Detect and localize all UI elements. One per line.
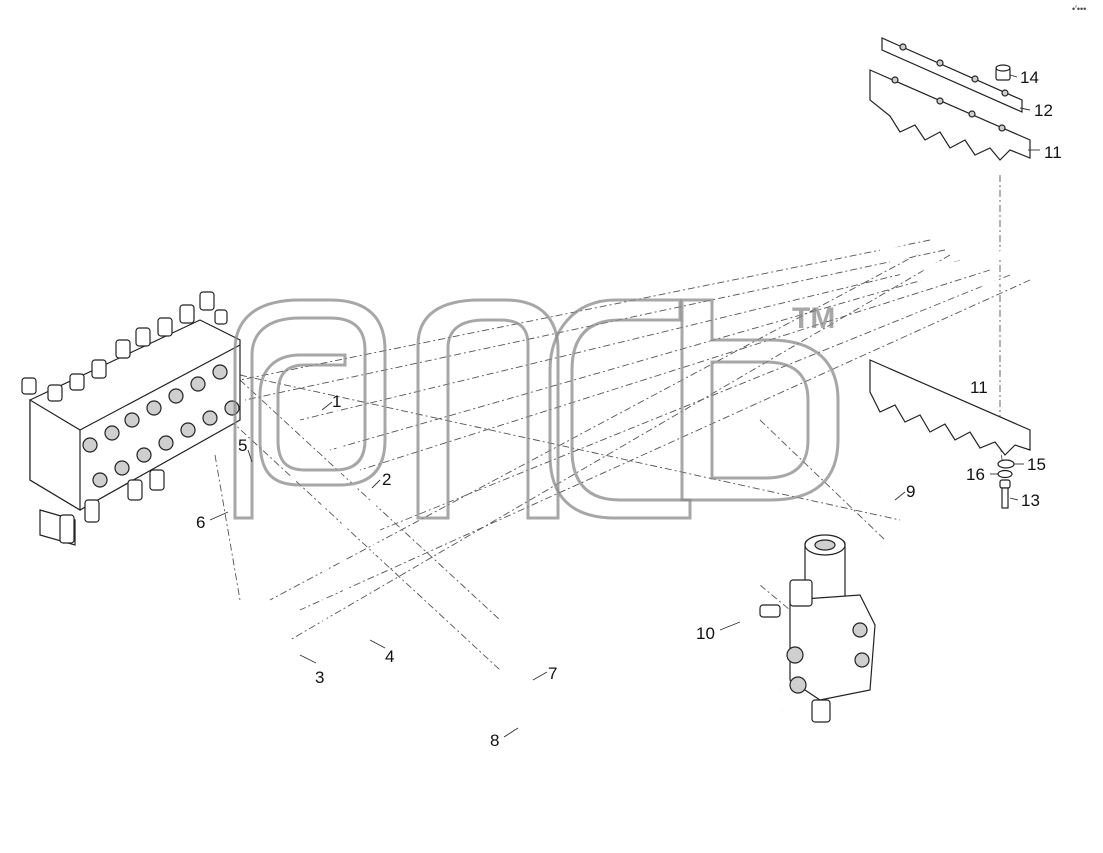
leader-lines (209, 74, 1040, 738)
washer-16 (997, 469, 1013, 479)
callout-10: 10 (696, 624, 715, 643)
tube-8 (494, 669, 783, 827)
callout-11-lower: 11 (970, 378, 988, 397)
clamp-bar-11-upper (869, 69, 1031, 161)
assembly-lines (214, 175, 1031, 671)
clamp-bar-11-lower (869, 359, 1031, 456)
corner-mark: •′••• (1072, 4, 1086, 14)
tube-10 (730, 568, 791, 632)
callout-2: 2 (382, 470, 391, 489)
callout-16: 16 (966, 465, 985, 484)
watermark-tm: TM (792, 302, 835, 335)
callout-5: 5 (238, 436, 247, 455)
mounting-plate-12 (881, 37, 1023, 113)
callout-13: 13 (1021, 491, 1040, 510)
callout-11-upper: 11 (1044, 143, 1062, 162)
tube-1 (299, 396, 342, 521)
callout-3: 3 (315, 668, 324, 687)
control-valve-block (21, 291, 241, 546)
upper-tube-bundle (869, 150, 1032, 292)
tube-9 (859, 488, 914, 547)
callout-12: 12 (1034, 101, 1053, 120)
valve-fittings (21, 291, 240, 544)
callout-14: 14 (1020, 68, 1039, 87)
solenoid-valve (759, 534, 876, 723)
tube-6 (225, 501, 286, 607)
callout-1: 1 (332, 392, 341, 411)
callout-9: 9 (906, 482, 915, 501)
bolt-13 (999, 479, 1011, 509)
tube-7 (494, 627, 781, 802)
washer-15 (997, 459, 1015, 469)
watermark-logo: TM (233, 298, 840, 520)
tube-3 (299, 456, 361, 662)
callout-15: 15 (1027, 455, 1046, 474)
callout-6: 6 (196, 513, 205, 532)
callout-8: 8 (490, 731, 499, 750)
callout-4: 4 (385, 647, 394, 666)
nut-14 (995, 64, 1011, 81)
callout-7: 7 (548, 664, 557, 683)
callout-labels: 1 2 3 4 5 6 7 8 9 10 11 11 12 13 14 15 1… (196, 68, 1062, 750)
